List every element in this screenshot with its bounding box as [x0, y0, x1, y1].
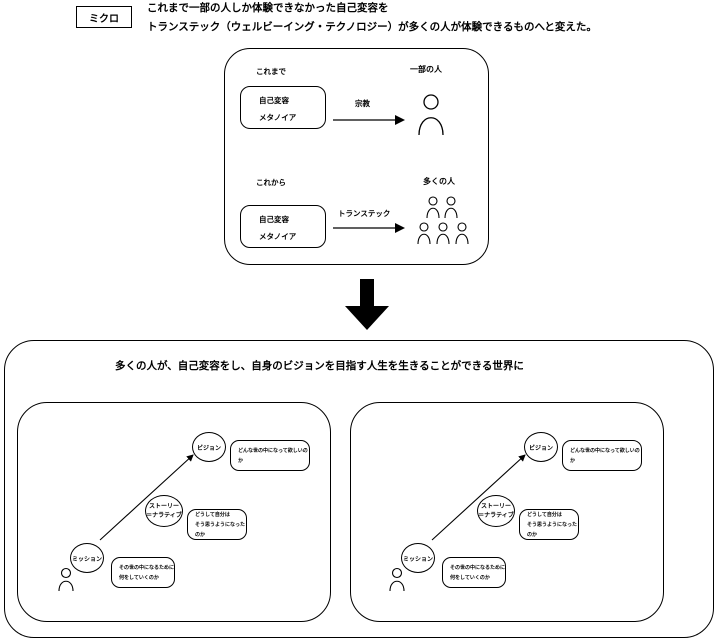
header-line-1: これまで一部の人しか体験できなかった自己変容を	[147, 2, 389, 14]
story-note: どうして自分は そう思うようになったのか	[187, 509, 247, 540]
before-box-line-1: 自己変容	[259, 96, 289, 105]
micro-tag-label: ミクロ	[89, 13, 119, 25]
top-panel	[224, 48, 489, 265]
story-circle: ストーリー ＝ナラティブ	[477, 495, 515, 527]
story-label-2: ＝ナラティブ	[146, 512, 182, 519]
person-icon	[418, 94, 444, 136]
after-box-line-1: 自己変容	[259, 215, 289, 224]
after-label: これから	[256, 178, 286, 187]
mission-note-line-2: 何をしていくのか	[119, 574, 159, 581]
big-down-arrow	[345, 279, 389, 330]
story-label-1: ストーリー	[480, 503, 511, 510]
before-transformation-box: 自己変容 メタノイア	[240, 86, 326, 129]
story-circle: ストーリー ＝ナラティブ	[145, 495, 183, 527]
story-note-line-1: どうして自分は	[527, 511, 562, 518]
vision-note-line-1: どんな世の中になって欲しいのか	[570, 447, 640, 464]
vision-circle: ビジョン	[192, 432, 226, 462]
growth-arrow	[99, 454, 194, 541]
mission-circle: ミッション	[401, 543, 435, 573]
before-target-label: 一部の人	[410, 65, 442, 74]
mission-note: その世の中になるために 何をしていくのか	[442, 557, 506, 588]
person-icon	[389, 567, 405, 592]
story-note-line-1: どうして自分は	[195, 511, 230, 518]
mission-circle: ミッション	[70, 543, 104, 573]
after-transformation-box: 自己変容 メタノイア	[240, 205, 326, 248]
story-note-line-2: そう思うようになったのか	[195, 521, 246, 538]
person-icon	[58, 567, 74, 592]
story-note: どうして自分は そう思うようになったのか	[519, 509, 579, 540]
mission-note-line-1: その世の中になるために	[450, 564, 506, 571]
before-box-line-2: メタノイア	[259, 113, 297, 122]
vision-note: どんな世の中になって欲しいのか	[230, 440, 310, 471]
micro-tag: ミクロ	[76, 6, 132, 28]
before-label: これまで	[256, 67, 286, 76]
growth-arrow	[431, 454, 526, 541]
after-box-line-2: メタノイア	[259, 232, 297, 241]
bottom-panel-title: 多くの人が、自己変容をし、自身のビジョンを目指す人生を生きることができる世界に	[115, 360, 524, 372]
mission-note-line-2: 何をしていくのか	[450, 574, 490, 581]
header-line-2: トランステック（ウェルビーイング・テクノロジー）が多くの人が体験できるものへと変…	[147, 21, 597, 33]
vision-note-line-1: どんな世の中になって欲しいのか	[238, 447, 308, 464]
vision-circle: ビジョン	[524, 432, 558, 462]
story-label-1: ストーリー	[148, 503, 179, 510]
after-arrow-label: トランステック	[338, 209, 391, 218]
before-arrow-label: 宗教	[355, 99, 370, 108]
people-group-icon	[417, 196, 469, 245]
story-label-2: ＝ナラティブ	[478, 512, 514, 519]
vision-note: どんな世の中になって欲しいのか	[562, 440, 642, 471]
mission-note: その世の中になるために 何をしていくのか	[111, 557, 175, 588]
mission-note-line-1: その世の中になるために	[119, 564, 175, 571]
after-target-label: 多くの人	[423, 177, 455, 186]
story-note-line-2: そう思うようになったのか	[527, 521, 578, 538]
